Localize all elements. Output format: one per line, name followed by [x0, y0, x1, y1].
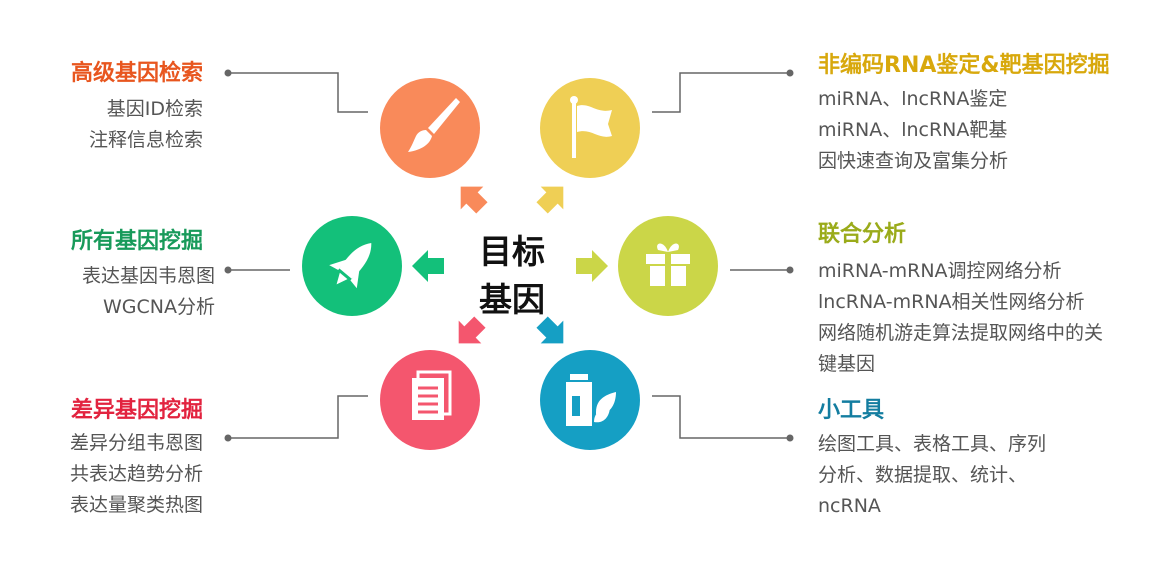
arrow-left: [412, 250, 444, 282]
advanced-gene-search-title: 高级基因检索: [70, 61, 203, 86]
connector-dot: [786, 69, 794, 77]
arrow-up-left: [460, 186, 488, 214]
all-genes-item: WGCNA分析: [103, 296, 215, 318]
ncrna-list: miRNA、lncRNA鉴定 miRNA、lncRNA靶基 因快速查询及富集分析: [818, 84, 1008, 177]
tools-item: ncRNA: [818, 495, 881, 517]
diff-genes-item: 差异分组韦恩图: [69, 432, 203, 454]
bottle-leaf-icon: [566, 374, 616, 426]
flag-icon: [570, 96, 612, 158]
arrows: [412, 186, 608, 344]
diff-genes-list: 差异分组韦恩图 共表达趋势分析 表达量聚类热图: [70, 428, 203, 521]
advanced-gene-search-item: 注释信息检索: [88, 129, 203, 151]
ncrna-item: miRNA、lncRNA鉴定: [818, 88, 1008, 110]
tools-title: 小工具: [818, 398, 885, 423]
arrow-right: [576, 250, 608, 282]
diff-genes-title: 差异基因挖掘: [70, 398, 203, 423]
arrow-down-left: [458, 316, 486, 344]
connector-line-bottom-right: [652, 395, 790, 439]
ncrna-item: miRNA、lncRNA靶基: [818, 119, 1008, 141]
advanced-gene-search-list: 基因ID检索 注释信息检索: [89, 94, 203, 156]
connector-dot: [786, 434, 794, 442]
center-title-line1: 目标: [479, 232, 545, 271]
tools-item: 分析、数据提取、统计、: [818, 464, 1028, 486]
all-genes-item: 表达基因韦恩图: [81, 265, 215, 287]
connector-dots: [224, 69, 794, 442]
center-title: 目标 基因: [462, 228, 562, 324]
all-genes-list: 表达基因韦恩图 WGCNA分析: [82, 261, 215, 323]
tools-list: 绘图工具、表格工具、序列 分析、数据提取、统计、 ncRNA: [818, 429, 1046, 522]
connector-line-top-left: [228, 72, 368, 113]
ncrna-item: 因快速查询及富集分析: [818, 150, 1009, 172]
advanced-gene-search-item: 基因ID检索: [106, 98, 203, 120]
joint-analysis-item: lncRNA-mRNA相关性网络分析: [818, 291, 1085, 313]
connector-lines: [228, 72, 790, 439]
connector-line-bottom-left: [228, 395, 368, 439]
arrow-down-right: [536, 316, 564, 344]
tools-item: 绘图工具、表格工具、序列: [818, 433, 1047, 455]
all-genes-title: 所有基因挖掘: [70, 229, 203, 254]
ncrna-title: 非编码RNA鉴定&靶基因挖掘: [818, 53, 1110, 78]
center-title-line2: 基因: [479, 280, 545, 319]
rocket-icon: [329, 243, 372, 289]
joint-analysis-list: miRNA-mRNA调控网络分析 lncRNA-mRNA相关性网络分析 网络随机…: [818, 256, 1103, 380]
joint-analysis-item: miRNA-mRNA调控网络分析: [818, 260, 1062, 282]
joint-analysis-title: 联合分析: [818, 222, 907, 247]
gift-icon: [646, 243, 690, 286]
document-icon: [412, 370, 452, 420]
diff-genes-item: 共表达趋势分析: [69, 463, 203, 485]
connector-line-top-right: [652, 72, 790, 113]
connector-dot: [224, 434, 232, 442]
connector-dot: [224, 69, 232, 77]
paintbrush-icon: [408, 98, 460, 152]
joint-analysis-item: 键基因: [818, 353, 876, 375]
joint-analysis-item: 网络随机游走算法提取网络中的关: [818, 322, 1104, 344]
connector-dot: [224, 266, 232, 274]
arrow-up-right: [536, 186, 564, 214]
diff-genes-item: 表达量聚类热图: [69, 494, 203, 516]
connector-dot: [786, 266, 794, 274]
